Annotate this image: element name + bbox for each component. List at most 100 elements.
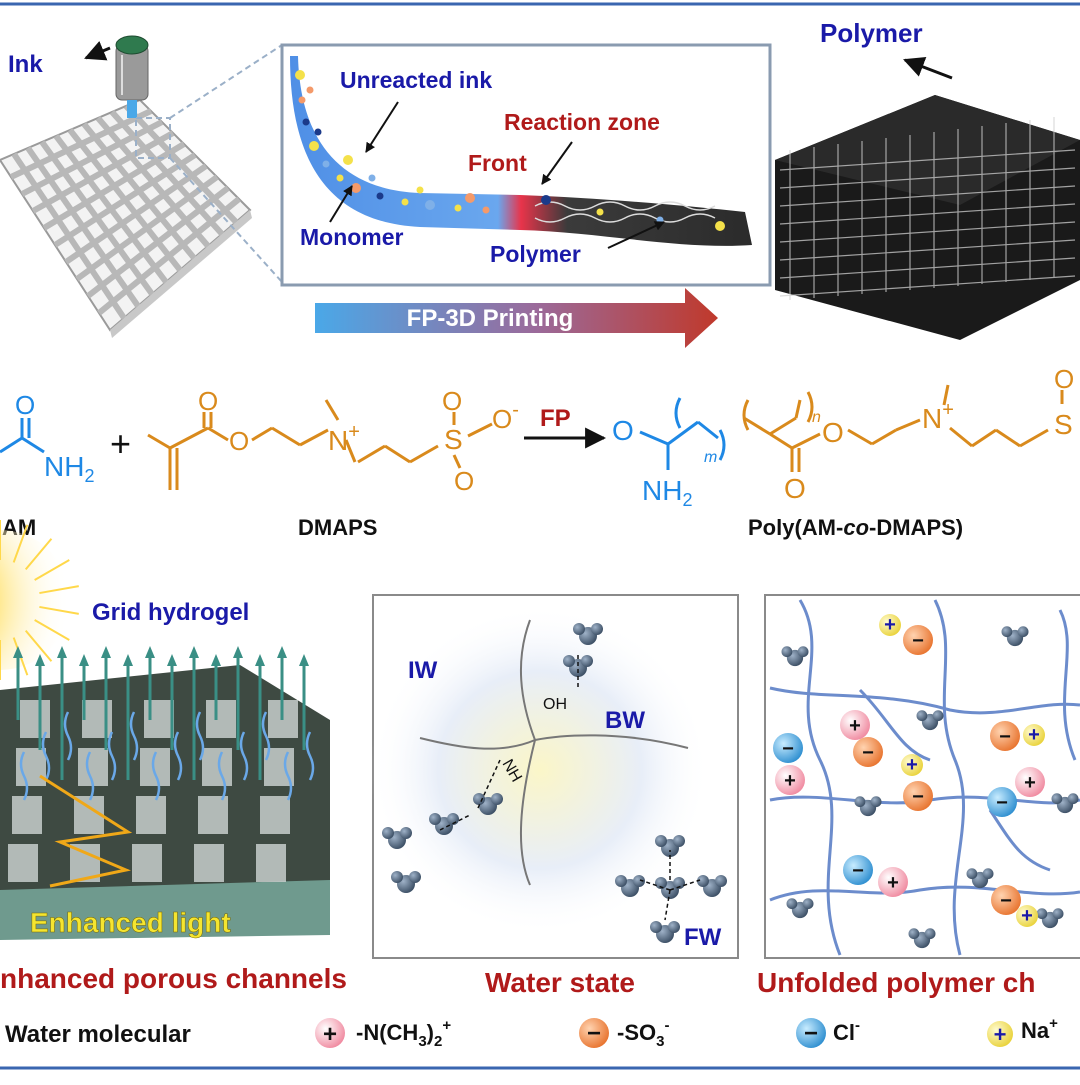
- ion-sign: −: [999, 726, 1011, 748]
- ion-sign: −: [862, 742, 874, 764]
- dmaps-s: S: [444, 424, 463, 455]
- legend-cation-sign: +: [323, 1021, 337, 1048]
- fp-3d-printing-label: FP-3D Printing: [407, 305, 574, 332]
- legend-sodium-label: Na+: [1021, 1015, 1058, 1043]
- tube-particle: [376, 192, 384, 200]
- zoom-line-bottom: [169, 157, 283, 283]
- water-molecule: [966, 868, 994, 889]
- tube-particle: [425, 200, 435, 210]
- nozzle-icon: [115, 35, 149, 118]
- cation-n-ion: [775, 765, 805, 795]
- water-molecule: [655, 835, 685, 857]
- product-so-top: O: [1054, 364, 1074, 394]
- hydrogel-channel: [202, 748, 232, 786]
- sun-ray: [39, 605, 79, 615]
- ion-sign: −: [782, 738, 794, 760]
- water-molecule: [697, 875, 727, 897]
- ion-sign: +: [884, 614, 896, 636]
- legend-anion-sign: −: [587, 1020, 601, 1047]
- product-n-plus: N+: [922, 399, 954, 434]
- oh-label: OH: [543, 696, 567, 713]
- grid-line: [109, 109, 225, 237]
- water-state-caption: Water state: [485, 967, 635, 998]
- water-molecule: [473, 793, 503, 815]
- tube-particle: [416, 186, 424, 194]
- grid-line: [97, 196, 241, 316]
- cation-n-ion: [878, 867, 908, 897]
- sun-ray: [34, 619, 70, 641]
- cation-n-ion: [1015, 767, 1045, 797]
- dmaps-name: DMAPS: [298, 515, 377, 540]
- sodium-ion: [879, 614, 901, 636]
- chloride-ion: [987, 787, 1017, 817]
- water-molecule: [781, 646, 809, 667]
- product-structure: [639, 384, 1064, 472]
- vapor-wave: [283, 751, 293, 801]
- polymer-arrow: [903, 56, 953, 80]
- hydrogel-channel: [194, 844, 224, 882]
- legend-chloride-label: Cl-: [833, 1017, 860, 1045]
- legend-sodium-icon: [987, 1021, 1013, 1047]
- lattice-line: [779, 275, 1076, 297]
- ion-sign: +: [1028, 724, 1040, 746]
- front-pointer: [541, 141, 573, 185]
- hydrogel-channel: [198, 796, 228, 834]
- vapor-wave: [173, 731, 183, 781]
- grid-hydrogel-label: Grid hydrogel: [92, 599, 249, 626]
- hydrogel-channel: [206, 700, 236, 738]
- sun-ray: [34, 559, 70, 581]
- tube-particle: [298, 96, 306, 104]
- vapor-arrow-head: [233, 646, 243, 658]
- water-molecule: [391, 871, 421, 893]
- unfolded-chains: [769, 599, 1080, 956]
- vapor-arrow-head: [189, 646, 199, 658]
- legend-sodium-sign: +: [994, 1022, 1007, 1047]
- water-molecule: [786, 898, 814, 919]
- lattice-line: [779, 221, 1076, 243]
- unreacted-ink-label: Unreacted ink: [340, 67, 492, 93]
- sulfonate-ion: [903, 781, 933, 811]
- grid-line: [53, 152, 197, 248]
- grid-line: [75, 174, 219, 282]
- vapor-arrow-head: [123, 654, 133, 666]
- ion-sign: +: [849, 715, 861, 737]
- vapor-arrow-head: [299, 654, 309, 666]
- ion-sign: +: [784, 770, 796, 792]
- ion-sign: −: [996, 792, 1008, 814]
- polymer-branch-lines: [419, 619, 689, 886]
- vapor-wave: [151, 751, 161, 801]
- water-molecule: [908, 928, 936, 949]
- dmaps-so-minus: O-: [492, 399, 519, 434]
- tube-particle: [401, 198, 409, 206]
- printed-grid-illustration: [0, 98, 252, 338]
- dmaps-structure: [147, 399, 493, 490]
- water-molecule: [1051, 793, 1079, 814]
- am-carbonyl-o: O: [15, 390, 35, 420]
- ion-sign: +: [887, 872, 899, 894]
- enhanced-light-label: Enhanced light: [30, 907, 231, 938]
- sulfonate-ion: [903, 625, 933, 655]
- tube-particle: [715, 221, 725, 231]
- grid-line: [95, 116, 211, 248]
- lattice-line: [779, 239, 1076, 261]
- top-polymer-label: Polymer: [820, 18, 923, 48]
- chloride-ion: [773, 733, 803, 763]
- tube-particle: [465, 193, 475, 203]
- ion-sign: +: [1024, 772, 1036, 794]
- grid-line: [86, 185, 230, 299]
- product-amine: NH2: [642, 475, 692, 510]
- vapor-arrow-head: [13, 646, 23, 658]
- lattice-line: [779, 185, 1076, 207]
- hydrogen-bonds: [439, 655, 701, 921]
- am-amine: NH2: [44, 451, 94, 486]
- sun-ray: [39, 585, 79, 595]
- ink-label: Ink: [8, 51, 43, 78]
- grid-line: [123, 103, 239, 225]
- dmaps-n-plus: N+: [328, 421, 360, 456]
- ion-sign: +: [1021, 905, 1033, 927]
- hydrogel-channel: [12, 796, 42, 834]
- vapor-arrow-head: [145, 646, 155, 658]
- sun-ray: [12, 524, 29, 563]
- inset-frame: [280, 43, 772, 287]
- dmaps-so-bottom: O: [454, 466, 474, 496]
